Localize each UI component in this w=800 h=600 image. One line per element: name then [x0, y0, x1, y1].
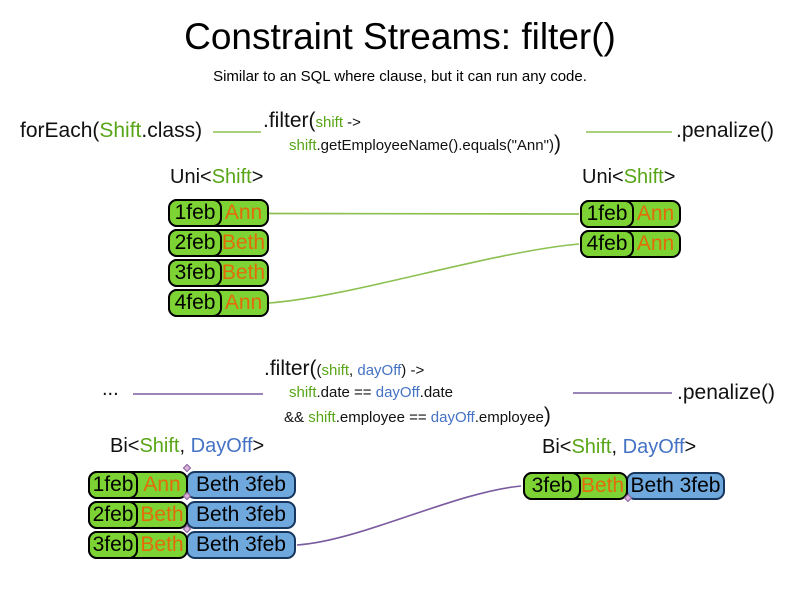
token-eq-employee: .employee == [335, 409, 431, 426]
token-uni-close: > [663, 166, 676, 188]
token-bi-open: Bi< [542, 436, 572, 458]
page-title: Constraint Streams: filter() [184, 16, 616, 57]
shift-employee: Ann [143, 473, 181, 496]
shift-date: 1feb [168, 199, 222, 227]
token-bi-type2: DayOff [622, 436, 685, 458]
token-dayoff-param: dayOff [357, 362, 402, 379]
shift-date: 4feb [580, 230, 634, 258]
shift-date: 3feb [523, 472, 581, 500]
token-eq-date: .date == [316, 384, 376, 401]
token-bi-type1: Shift [571, 436, 612, 458]
token-bi-open: Bi< [110, 435, 140, 457]
code-upstream-ellipsis: ... [102, 378, 119, 400]
token-uni-open: Uni< [170, 166, 212, 188]
token-paren: ( [316, 362, 322, 379]
token-foreach-open: forEach( [20, 119, 100, 142]
shift-employee: Beth [221, 231, 266, 254]
token-bi-comma: , [179, 435, 191, 457]
dayoff-cell: Beth 3feb [186, 501, 296, 529]
token-bi-close: > [684, 436, 697, 458]
shift-date: 1feb [580, 200, 634, 228]
token-and: && [284, 409, 309, 426]
shift-employee: Beth [580, 474, 625, 497]
token-shift-class: Shift [99, 119, 142, 142]
token-shift-param: shift [289, 137, 317, 154]
shift-row: Ann 4feb [168, 289, 269, 317]
code-filter1-line2: shift.getEmployeeName().equals("Ann")) [289, 132, 561, 158]
connector-row-1feb [268, 212, 580, 215]
token-bi-type1: Shift [139, 435, 180, 457]
code-foreach: forEach(Shift.class) [20, 119, 202, 143]
token-uni-open: Uni< [582, 166, 624, 188]
shift-date: 2feb [168, 229, 222, 257]
code-filter2-line3: && shift.employee == dayOff.employee) [284, 404, 551, 430]
token-shift-param: shift [308, 409, 336, 426]
dayoff-cell: Beth 3feb [186, 531, 296, 559]
code-penalize2: .penalize() [677, 381, 776, 404]
token-uni-type: Shift [623, 166, 664, 188]
shift-employee: Ann [636, 232, 675, 255]
token-shift-param: shift [289, 384, 317, 401]
dayoff-cell: Beth 3feb [186, 471, 296, 499]
shift-employee: Ann [224, 291, 263, 314]
stream-label-bi-right: Bi<Shift, DayOff> [542, 436, 696, 459]
token-filter-close: ) [543, 404, 551, 427]
shift-row: Beth 2feb [168, 229, 269, 257]
shift-employee: Beth [140, 503, 184, 526]
connector-row-4feb [268, 243, 580, 304]
stream-label-uni-right: Uni<Shift> [582, 166, 675, 189]
token-date-suffix: .date [419, 384, 454, 401]
token-filter-open: .filter( [263, 109, 316, 132]
token-filter-open: .filter( [264, 357, 317, 380]
dayoff-cell: Beth 3feb [626, 472, 725, 500]
token-arrow: -> [343, 114, 361, 131]
token-uni-close: > [251, 166, 264, 188]
shift-date: 4feb [168, 289, 222, 317]
stream-label-uni-left: Uni<Shift> [170, 166, 263, 189]
token-filter-body: .getEmployeeName().equals("Ann") [316, 137, 554, 154]
code-filter1-line1: .filter(shift -> [263, 109, 361, 135]
shift-row: Beth 3feb [168, 259, 269, 287]
page-subtitle: Similar to an SQL where clause, but it c… [213, 68, 587, 85]
shift-row: Ann 1feb [168, 199, 269, 227]
token-employee-suffix: .employee [474, 409, 544, 426]
shift-employee: Ann [224, 201, 263, 224]
shift-employee: Beth [140, 533, 184, 556]
token-bi-comma: , [611, 436, 623, 458]
shift-row: Ann 1feb [580, 200, 681, 228]
shift-employee: Ann [636, 202, 675, 225]
shift-date: 2feb [88, 501, 138, 529]
connector-bi-row-3feb [296, 485, 522, 546]
token-bi-type2: DayOff [190, 435, 253, 457]
code-penalize1: .penalize() [676, 119, 775, 142]
shift-date: 3feb [88, 531, 138, 559]
shift-employee: Beth [221, 261, 266, 284]
token-bi-close: > [252, 435, 265, 457]
shift-date: 1feb [88, 471, 138, 499]
shift-row: Ann 4feb [580, 230, 681, 258]
token-comma: , [349, 362, 358, 379]
token-uni-type: Shift [211, 166, 252, 188]
token-dayoff-param: dayOff [430, 409, 475, 426]
code-filter2-line2: shift.date == dayOff.date [289, 384, 453, 402]
code-filter2-line1: .filter((shift, dayOff) -> [264, 357, 424, 383]
token-foreach-close: .class) [141, 119, 203, 142]
shift-date: 3feb [168, 259, 222, 287]
token-arrow: ) -> [401, 362, 425, 379]
token-shift-param: shift [321, 362, 350, 379]
token-shift-param: shift [315, 114, 344, 131]
token-dayoff-param: dayOff [375, 384, 420, 401]
token-filter-close: ) [553, 132, 561, 155]
stream-label-bi-left: Bi<Shift, DayOff> [110, 435, 264, 458]
